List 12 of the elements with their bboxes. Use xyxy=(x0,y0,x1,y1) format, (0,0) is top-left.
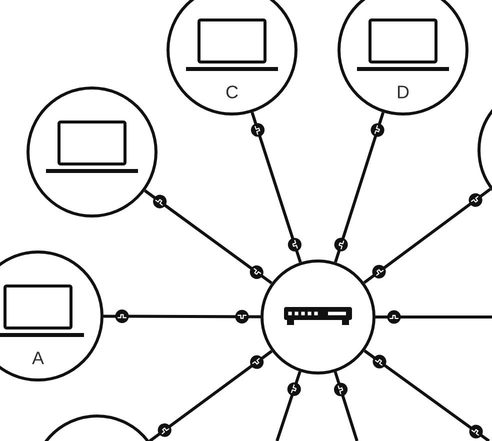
cable xyxy=(334,371,358,441)
cable xyxy=(104,314,260,318)
node-circle xyxy=(26,86,158,218)
cable xyxy=(144,189,272,284)
cable xyxy=(148,350,273,441)
cable xyxy=(276,371,302,441)
node-circle xyxy=(260,260,376,374)
cable xyxy=(363,188,492,284)
cable xyxy=(334,112,385,263)
cable xyxy=(376,316,492,318)
cable xyxy=(250,112,302,263)
cable xyxy=(364,350,490,441)
